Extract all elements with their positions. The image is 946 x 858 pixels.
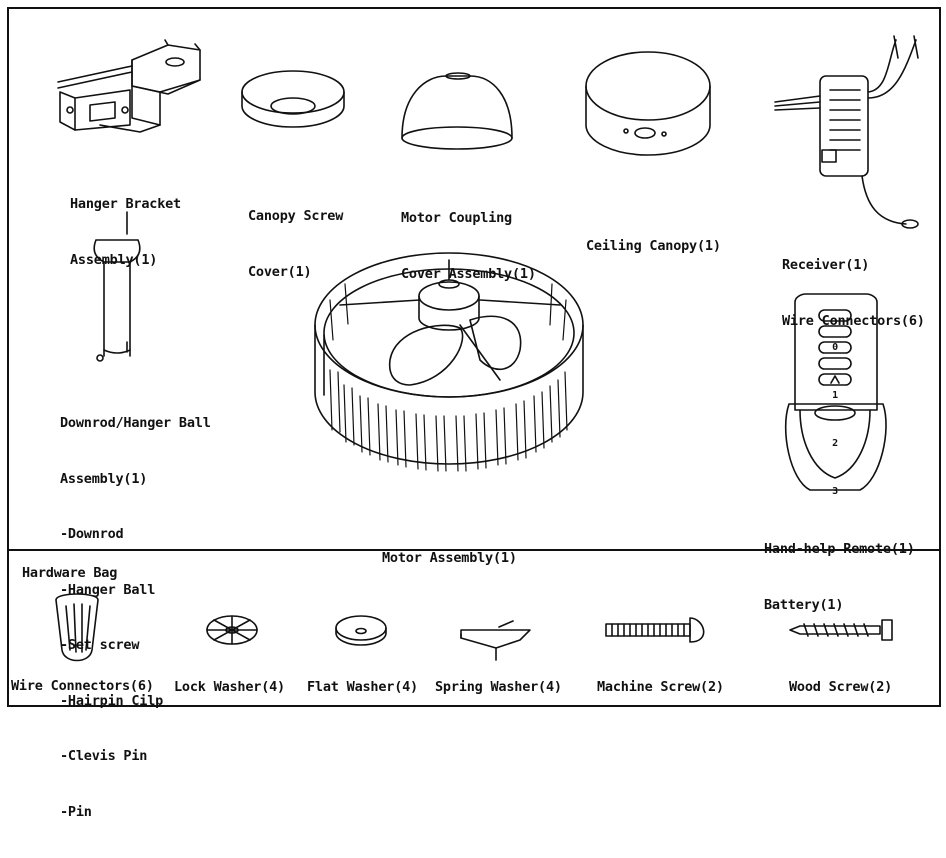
canopy-screw-cover-illustration	[242, 71, 344, 127]
remote-label: Hand-help Remote(1) Battery(1)	[764, 541, 915, 613]
downrod-illustration	[94, 212, 140, 361]
hardware-bag-title: Hardware Bag	[22, 565, 118, 581]
receiver-label: Receiver(1) Wire Connectors(6)	[782, 257, 925, 329]
lock-washer-label: Lock Washer(4)	[174, 679, 285, 695]
machine-screw-label: Machine Screw(2)	[597, 679, 724, 695]
parts-sheet: Hanger Bracket Assembly(1) Canopy Screw …	[0, 0, 946, 820]
wire-connector-illustration	[56, 594, 98, 661]
spring-washer-label: Spring Washer(4)	[435, 679, 562, 695]
motor-assembly-illustration	[315, 253, 583, 471]
wood-screw-illustration	[790, 620, 892, 640]
motor-coupling-cover-illustration	[402, 73, 512, 149]
parts-panel	[7, 7, 941, 551]
hanger-bracket-label: Hanger Bracket Assembly(1)	[70, 196, 181, 268]
wire-connectors-label: Wire Connectors(6)	[11, 678, 154, 694]
wood-screw-label: Wood Screw(2)	[789, 679, 893, 695]
hardware-panel	[7, 551, 941, 707]
downrod-label: Downrod/Hanger Ball Assembly(1) -Downrod…	[60, 415, 211, 820]
spring-washer-illustration	[461, 621, 530, 660]
illustrations	[0, 0, 946, 713]
motor-assembly-label: Motor Assembly(1)	[382, 550, 517, 566]
receiver-illustration	[775, 36, 918, 228]
flat-washer-illustration	[336, 616, 386, 645]
lock-washer-illustration	[207, 616, 257, 644]
remote-button-numbers: 0 1 2 3	[832, 342, 838, 497]
ceiling-canopy-label: Ceiling Canopy(1)	[586, 238, 721, 254]
canopy-screw-cover-label: Canopy Screw Cover(1)	[248, 208, 344, 280]
motor-coupling-cover-label: Motor Coupling Cover Assembly(1)	[401, 210, 536, 282]
machine-screw-illustration	[606, 618, 704, 642]
flat-washer-label: Flat Washer(4)	[307, 679, 418, 695]
ceiling-canopy-illustration	[586, 52, 710, 155]
hanger-bracket-illustration	[58, 40, 200, 132]
remote-illustration	[786, 294, 886, 490]
